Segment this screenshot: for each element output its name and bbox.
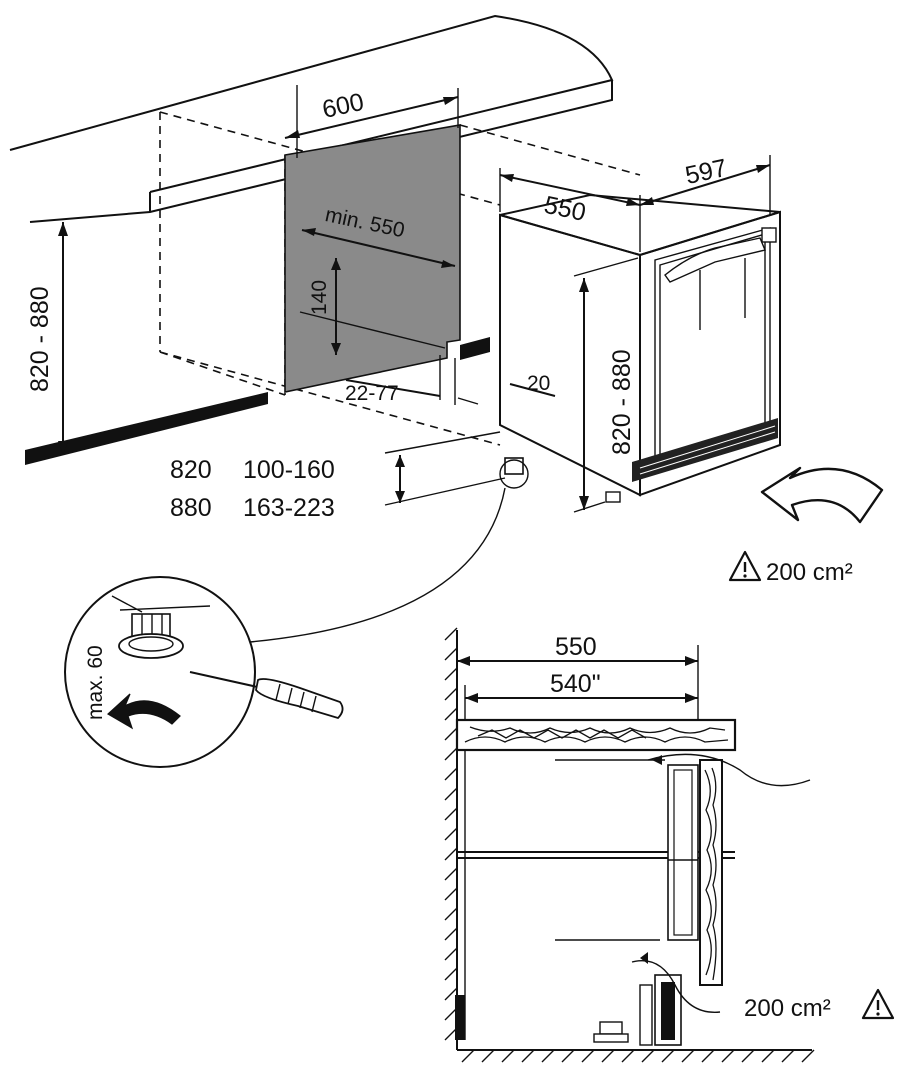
- section-view: 550 540" 200 cm²: [444, 627, 895, 1063]
- niche-height-label: 820 - 880: [26, 286, 54, 392]
- appliance-foot-back: [499, 457, 529, 489]
- appliance-foot-front: [605, 491, 621, 503]
- floor-hatching: [457, 1049, 815, 1063]
- feet-table-row: 820 100-160: [170, 456, 335, 484]
- dim-section-depth-outer: [457, 645, 699, 720]
- plinth-depth-label: 22-77: [345, 382, 399, 405]
- dim-niche-width: [284, 85, 459, 158]
- bottom-grille: [632, 418, 778, 482]
- vent-area-label: 200 cm²: [766, 559, 853, 586]
- feet-table-row: 880 163-223: [170, 494, 335, 522]
- appliance-section: [455, 764, 699, 1046]
- max-adjust-label: max. 60: [84, 645, 107, 720]
- appliance-isometric-view: 550 597 820 - 880: [384, 154, 781, 513]
- airflow-arrow-icon: [760, 466, 884, 524]
- worktop-section: [455, 718, 737, 752]
- niche-width-label: 600: [320, 88, 367, 124]
- foot-adjust-detail: max. 60: [64, 487, 506, 768]
- dim-vent-height: [299, 258, 446, 355]
- dim-feet-height: [384, 431, 506, 506]
- dim-appliance-width: [639, 155, 771, 215]
- dim-niche-depth: [301, 228, 456, 268]
- plinth-gap-label: 20: [527, 372, 550, 395]
- vent-height-label: 140: [308, 280, 331, 315]
- dim-section-depth-inner: [464, 685, 698, 720]
- wall-hatching: [444, 627, 458, 1050]
- plinth-strip-right: [460, 337, 490, 360]
- adjustable-foot: [111, 595, 211, 659]
- dim-plinth-depth: [345, 355, 441, 400]
- door-handle: [664, 237, 766, 283]
- airflow-out-icon: [647, 753, 811, 787]
- vent-warning-top: 200 cm²: [728, 550, 853, 586]
- plinth-strip-left: [25, 392, 268, 465]
- svg-text:880: 880: [170, 494, 212, 522]
- control-panel: [761, 227, 777, 243]
- svg-text:820: 820: [170, 456, 212, 484]
- dim-appliance-depth: [499, 168, 641, 252]
- appliance-width-label: 597: [683, 154, 730, 190]
- screwdriver-icon: [189, 671, 344, 720]
- door-panel-section: [699, 759, 723, 986]
- section-depth-outer-label: 550: [555, 633, 597, 661]
- svg-text:100-160: 100-160: [243, 456, 335, 484]
- appliance-height-label: 820 - 880: [608, 349, 636, 455]
- svg-text:163-223: 163-223: [243, 494, 335, 522]
- dim-niche-height: [58, 222, 68, 455]
- niche-back-wall: [284, 124, 461, 393]
- dim-appliance-height: [573, 257, 639, 513]
- warning-icon: [861, 988, 895, 1020]
- warning-icon: [728, 550, 762, 582]
- rotate-arrow-icon: [106, 693, 181, 730]
- section-depth-inner-label: 540": [550, 670, 601, 698]
- vent-warning-bottom: 200 cm²: [744, 988, 895, 1022]
- niche-isometric-view: 600 min. 550 140 22-77 20: [9, 14, 641, 465]
- section-vent-area-label: 200 cm²: [744, 995, 831, 1022]
- dim-plinth-gap: [454, 358, 556, 405]
- feet-table: 820 100-160 880 163-223: [170, 456, 335, 522]
